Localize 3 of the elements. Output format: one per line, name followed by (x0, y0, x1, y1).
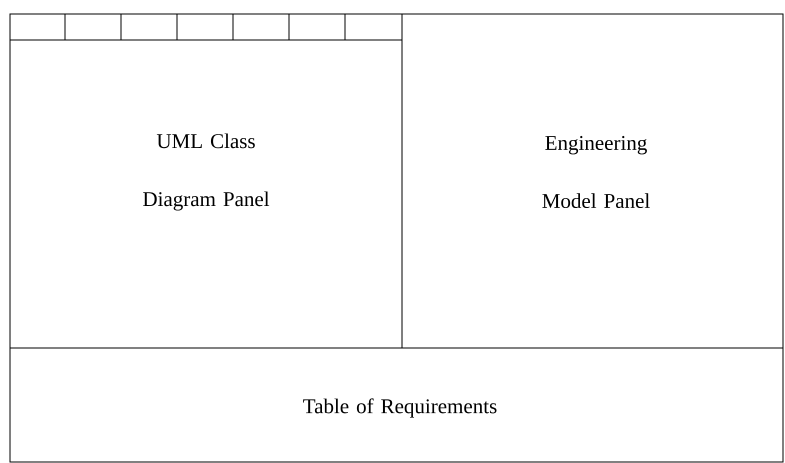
panel: UML Class Diagram Panel (10, 14, 402, 348)
panel: Table of Requirements (10, 348, 784, 462)
panel: Engineering Model Panel (402, 14, 784, 348)
